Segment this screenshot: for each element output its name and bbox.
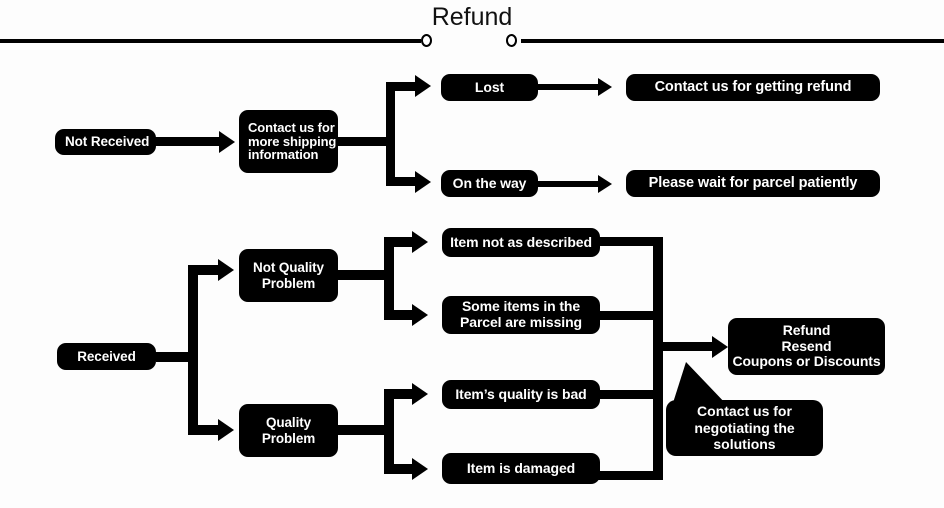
connector-contact-vertical-split xyxy=(386,82,395,186)
connector-qp-trunk xyxy=(338,425,392,435)
connector-not-received-to-contact xyxy=(155,137,219,146)
resolution-line-1: Refund xyxy=(782,321,831,338)
arrowhead-nqp-to-issue-1 xyxy=(412,231,428,253)
resolution-line-3: Coupons or Discounts xyxy=(732,353,881,370)
connector-merge-issue-4 xyxy=(596,471,662,480)
arrowhead-on-the-way-to-wait xyxy=(598,175,612,193)
connector-nqp-trunk xyxy=(338,270,392,280)
connector-qp-vertical-split xyxy=(384,389,394,474)
arrowhead-to-on-the-way xyxy=(415,171,431,193)
callout-line-2: negotiating the xyxy=(694,419,795,436)
node-on-the-way[interactable]: On the way xyxy=(441,170,538,197)
arrowhead-to-quality-problem xyxy=(218,419,234,441)
resolution-lines: Refund Resend Coupons or Discounts xyxy=(732,321,881,370)
callout-line-1: Contact us for xyxy=(697,403,792,420)
connector-to-on-the-way xyxy=(386,177,417,186)
arrowhead-lost-to-refund-contact xyxy=(598,78,612,96)
connector-contact-trunk xyxy=(338,137,394,146)
header-node-dot-2 xyxy=(506,34,517,47)
arrowhead-not-received-to-contact xyxy=(219,131,235,153)
connector-merge-issue-1 xyxy=(596,237,662,246)
connector-to-not-quality-problem xyxy=(188,265,220,275)
connector-nqp-to-issue-1 xyxy=(384,237,414,247)
connector-merge-issue-3 xyxy=(596,390,662,399)
callout-contact-for-negotiating[interactable]: Contact us for negotiating the solutions xyxy=(666,400,823,456)
arrowhead-collector-to-resolution xyxy=(712,336,728,358)
node-contact-for-getting-refund[interactable]: Contact us for getting refund xyxy=(626,74,880,101)
header-rule-left xyxy=(0,39,421,43)
node-received[interactable]: Received xyxy=(57,343,156,370)
connector-nqp-vertical-split xyxy=(384,237,394,320)
arrowhead-to-not-quality-problem xyxy=(218,259,234,281)
page-title: Refund xyxy=(431,3,513,31)
node-not-quality-problem[interactable]: Not Quality Problem xyxy=(239,249,338,302)
callout-lines: Contact us for negotiating the solutions xyxy=(694,403,794,453)
connector-merge-issue-2 xyxy=(596,311,662,320)
connector-received-trunk xyxy=(156,352,198,362)
node-quality-problem[interactable]: Quality Problem xyxy=(239,404,338,457)
arrowhead-nqp-to-issue-2 xyxy=(412,304,428,326)
callout-line-3: solutions xyxy=(713,436,776,453)
node-contact-for-shipping-info[interactable]: Contact us for more shipping information xyxy=(239,110,338,173)
header-rule-right xyxy=(521,39,944,43)
connector-received-vertical-split xyxy=(188,265,198,435)
connector-qp-to-issue-2 xyxy=(384,464,414,474)
node-item-quality-is-bad[interactable]: Item’s quality is bad xyxy=(442,380,600,409)
connector-nqp-to-issue-2 xyxy=(384,310,414,320)
connector-to-lost xyxy=(386,82,417,91)
arrowhead-qp-to-issue-2 xyxy=(412,458,428,480)
node-please-wait-for-parcel[interactable]: Please wait for parcel patiently xyxy=(626,170,880,197)
node-not-received[interactable]: Not Received xyxy=(55,129,156,155)
connector-lost-to-refund-contact xyxy=(538,84,600,90)
resolution-line-2: Resend xyxy=(781,337,832,354)
connector-qp-to-issue-1 xyxy=(384,389,414,399)
connector-merge-collector-rail xyxy=(653,237,663,480)
arrowhead-qp-to-issue-1 xyxy=(412,383,428,405)
connector-to-quality-problem xyxy=(188,425,220,435)
callout-tail xyxy=(672,362,728,406)
node-item-is-damaged[interactable]: Item is damaged xyxy=(442,453,600,484)
arrowhead-to-lost xyxy=(415,75,431,97)
node-refund-resend-coupons[interactable]: Refund Resend Coupons or Discounts xyxy=(728,318,885,375)
connector-collector-to-resolution xyxy=(660,342,716,351)
header-node-dot-1 xyxy=(421,34,432,47)
node-lost[interactable]: Lost xyxy=(441,74,538,101)
connector-on-the-way-to-wait xyxy=(538,181,600,187)
node-some-items-missing[interactable]: Some items in the Parcel are missing xyxy=(442,296,600,334)
node-item-not-as-described[interactable]: Item not as described xyxy=(442,228,600,257)
